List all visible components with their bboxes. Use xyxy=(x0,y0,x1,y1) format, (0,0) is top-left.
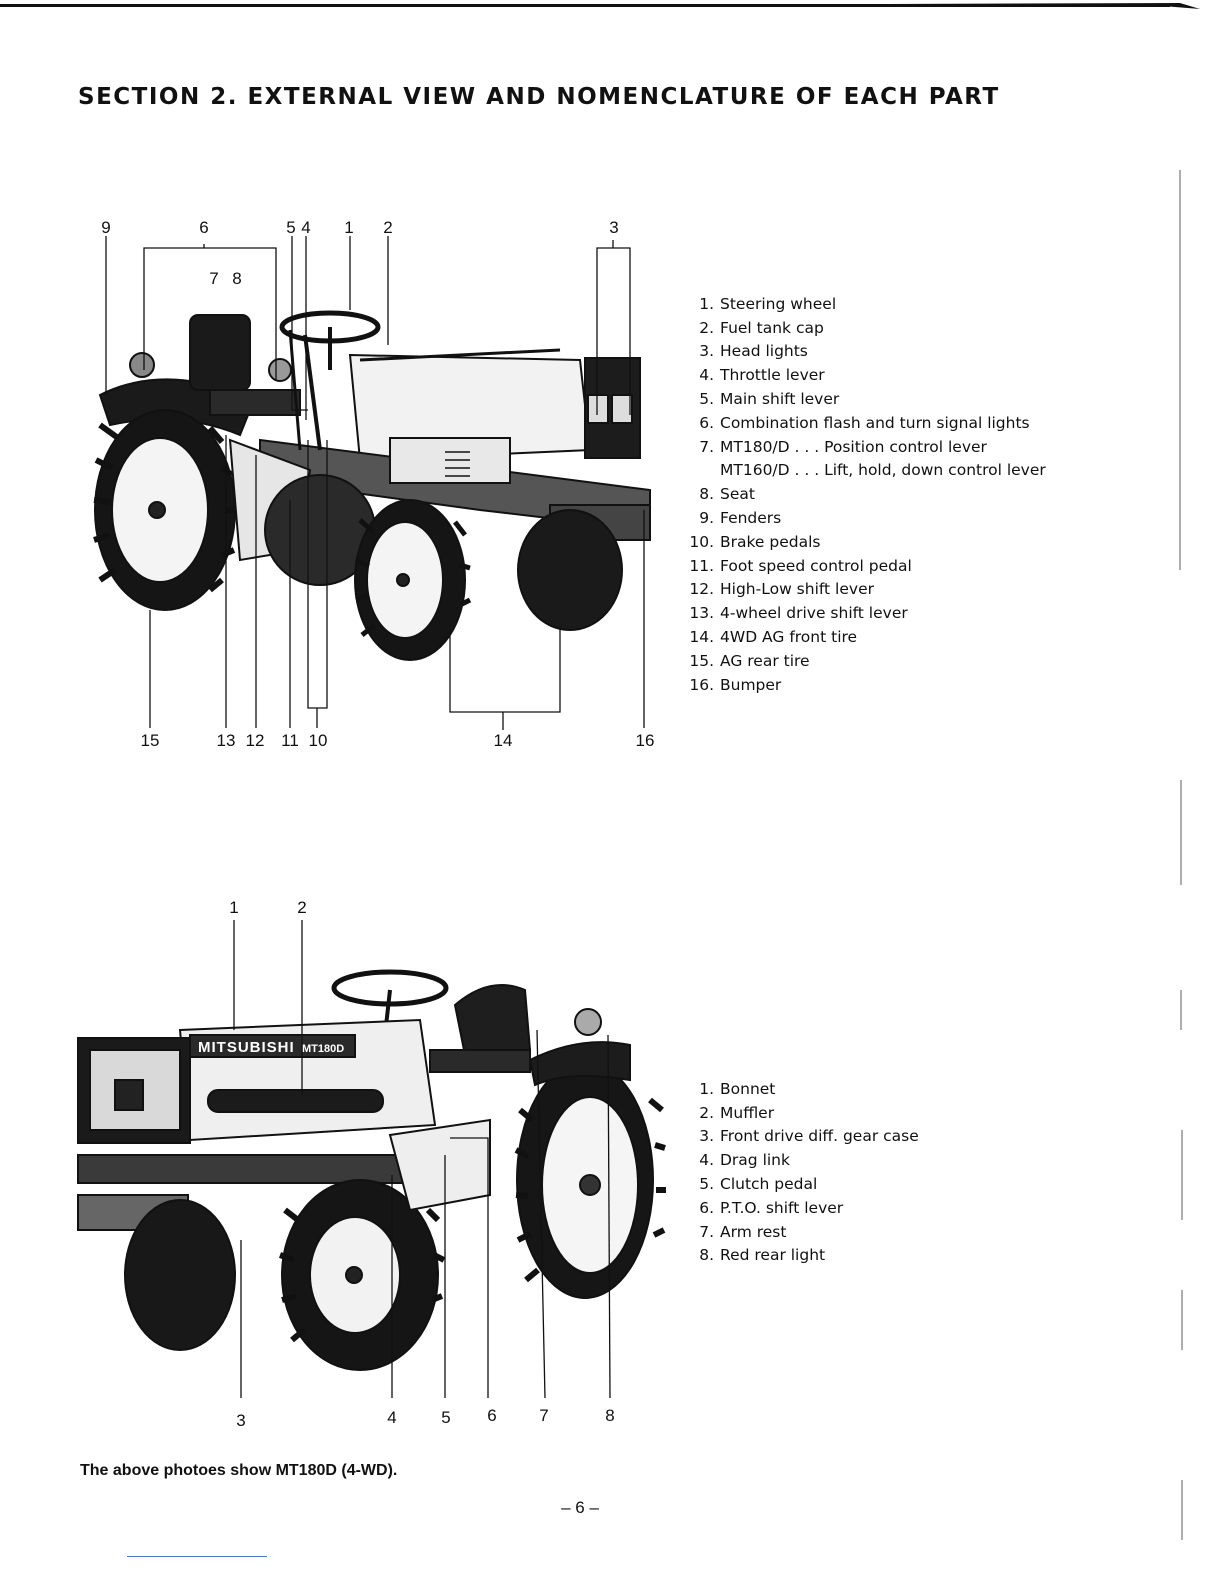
list-item: 7.Arm rest xyxy=(699,1222,787,1241)
top-border-rule xyxy=(0,3,1200,9)
callout-fig2-8: 8 xyxy=(605,1406,615,1425)
figure2-leader-lines xyxy=(233,920,611,1399)
list-item: 7.MT180/D . . . Position control lever xyxy=(699,437,987,456)
callout-1: 1 xyxy=(344,218,354,237)
callout-4: 4 xyxy=(301,218,311,237)
callout-fig2-2: 2 xyxy=(297,898,307,917)
list-item: 1.Bonnet xyxy=(699,1079,776,1098)
callout-16: 16 xyxy=(635,731,655,750)
callout-15: 15 xyxy=(140,731,160,750)
list-item: 14.4WD AG front tire xyxy=(689,628,858,647)
callout-12: 12 xyxy=(245,731,265,750)
list-item: 4.Throttle lever xyxy=(699,366,825,385)
callout-2: 2 xyxy=(383,218,393,237)
callout-11: 11 xyxy=(281,731,299,750)
list-item: 15.AG rear tire xyxy=(689,651,810,670)
callout-8: 8 xyxy=(232,269,242,288)
callout-9: 9 xyxy=(101,218,111,237)
tractor-rear-view-illustration xyxy=(93,236,651,730)
tractor-front-view-figure: MITSUBISHI MT180D xyxy=(70,920,670,1410)
model-badge-text: MT180D xyxy=(302,1043,344,1055)
tractor-front-view-illustration: MITSUBISHI MT180D xyxy=(77,920,666,1399)
callout-7: 7 xyxy=(209,269,219,288)
list-item: 10.Brake pedals xyxy=(689,532,821,551)
callout-13: 13 xyxy=(216,731,236,750)
figure1-leader-lines xyxy=(105,236,645,730)
list-item: 5.Main shift lever xyxy=(699,390,840,409)
figure-caption: The above photoes show MT180D (4-WD). xyxy=(80,1462,398,1479)
callout-3: 3 xyxy=(609,218,619,237)
list-item: 13.4-wheel drive shift lever xyxy=(689,604,908,623)
scan-margin-marks xyxy=(1179,170,1183,1540)
figure1-parts-list: 1.Steering wheel 2.Fuel tank cap 3.Head … xyxy=(678,292,1046,697)
callout-10: 10 xyxy=(308,731,328,750)
callout-fig2-4: 4 xyxy=(387,1408,397,1427)
brand-badge-text: MITSUBISHI xyxy=(198,1039,295,1056)
list-item: 6.Combination flash and turn signal ligh… xyxy=(699,413,1030,432)
list-item: 8.Seat xyxy=(699,485,755,504)
list-item: 8.Red rear light xyxy=(699,1246,826,1265)
figure2-parts-list: 1.Bonnet 2.Muffler 3.Front drive diff. g… xyxy=(678,1077,919,1267)
list-item: 5.Clutch pedal xyxy=(699,1175,818,1194)
callout-14: 14 xyxy=(493,731,513,750)
list-item: 6.P.T.O. shift lever xyxy=(699,1198,844,1217)
list-item: 11.Foot speed control pedal xyxy=(689,556,912,575)
callout-fig2-1: 1 xyxy=(229,898,239,917)
list-item: 2.Fuel tank cap xyxy=(699,318,824,337)
callout-fig2-6: 6 xyxy=(487,1406,497,1425)
list-item: 3.Front drive diff. gear case xyxy=(699,1127,919,1146)
list-item: 2.Muffler xyxy=(699,1103,775,1122)
callout-fig2-7: 7 xyxy=(539,1406,549,1425)
list-item: 3.Head lights xyxy=(699,342,808,361)
tractor-rear-view-figure xyxy=(60,210,680,770)
list-item: 16.Bumper xyxy=(689,675,782,694)
callout-5: 5 xyxy=(286,218,296,237)
callout-6: 6 xyxy=(199,218,209,237)
callout-fig2-5: 5 xyxy=(441,1408,451,1427)
list-item-continuation: MT160/D . . . Lift, hold, down control l… xyxy=(720,461,1046,480)
list-item: 12.High-Low shift lever xyxy=(689,580,874,599)
section-title: SECTION 2. EXTERNAL VIEW AND NOMENCLATUR… xyxy=(78,84,1000,110)
bottom-underline xyxy=(127,1556,267,1557)
list-item: 9.Fenders xyxy=(699,509,782,528)
page-number: – 6 – xyxy=(561,1498,599,1517)
list-item: 4.Drag link xyxy=(699,1151,790,1170)
list-item: 1.Steering wheel xyxy=(699,294,837,313)
callout-fig2-3: 3 xyxy=(236,1411,246,1430)
